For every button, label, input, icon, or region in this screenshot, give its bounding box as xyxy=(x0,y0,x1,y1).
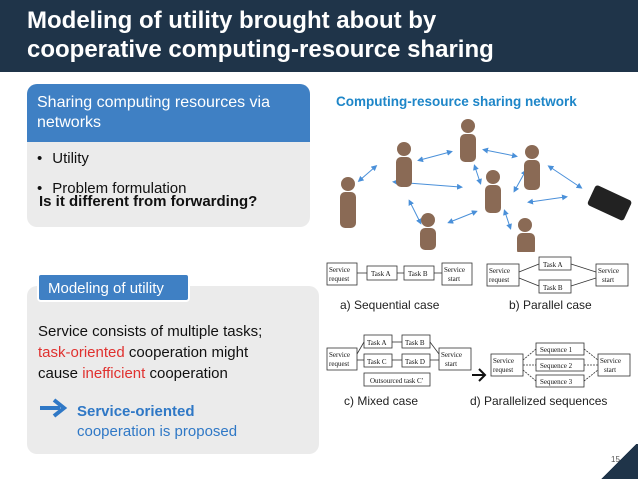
fig-a-start: Service xyxy=(444,266,465,274)
utility-text-line2: task-oriented cooperation might xyxy=(38,344,249,361)
title-line-2: cooperative computing-resource sharing xyxy=(27,36,494,63)
sharing-bullets: Utility Problem formulation xyxy=(37,150,187,210)
title-line-1: Modeling of utility brought about by xyxy=(27,7,437,34)
svg-text:start: start xyxy=(445,360,457,368)
fig-a-task-b: Task B xyxy=(408,270,428,278)
fig-b-caption: b) Parallel case xyxy=(509,298,592,312)
svg-text:start: start xyxy=(604,366,616,374)
title-bar xyxy=(0,0,638,72)
svg-text:Sequence 3: Sequence 3 xyxy=(540,378,573,386)
svg-text:start: start xyxy=(448,275,460,283)
bullet-problem-formulation: Problem formulation xyxy=(37,180,186,198)
fig-a-task-a: Task A xyxy=(371,270,391,278)
svg-text:Service: Service xyxy=(441,351,462,359)
people-group xyxy=(340,119,632,252)
utility-description: Service consists of multiple tasks; task… xyxy=(38,321,318,384)
svg-text:request: request xyxy=(493,366,513,374)
sharing-panel-header-text: Sharing computing resources via networks xyxy=(37,94,271,131)
conclusion-bold: Service-oriented xyxy=(77,403,195,420)
task-oriented-highlight: task-oriented xyxy=(38,344,125,361)
svg-text:Task C: Task C xyxy=(367,358,387,366)
svg-text:start: start xyxy=(602,276,614,284)
right-arrow-icon xyxy=(472,368,487,382)
utility-panel-header-text: Modeling of utility xyxy=(48,280,164,297)
utility-panel-header: Modeling of utility xyxy=(37,273,190,302)
page-number: 15 xyxy=(611,455,620,464)
utility-text-line1: Service consists of multiple tasks; xyxy=(38,323,263,340)
svg-text:Task D: Task D xyxy=(405,358,425,366)
svg-text:Task B: Task B xyxy=(543,284,563,292)
svg-text:Outsourced task C': Outsourced task C' xyxy=(370,377,423,385)
svg-text:Sequence 2: Sequence 2 xyxy=(540,362,573,370)
network-title: Computing-resource sharing network xyxy=(336,94,577,109)
inefficient-highlight: inefficient xyxy=(82,365,146,382)
bullet-utility: Utility xyxy=(37,150,187,168)
svg-text:Service: Service xyxy=(493,357,514,365)
svg-text:Service: Service xyxy=(329,351,350,359)
svg-text:Task B: Task B xyxy=(405,339,425,347)
slide-title: Modeling of utility brought about by coo… xyxy=(27,6,627,64)
utility-panel xyxy=(27,286,319,454)
right-arrow-icon xyxy=(40,398,68,418)
conclusion-rest: cooperation is proposed xyxy=(77,423,238,440)
svg-text:request: request xyxy=(329,275,349,283)
fig-d-caption: d) Parallelized sequences xyxy=(470,394,608,408)
svg-text:request: request xyxy=(329,360,349,368)
fig-a-caption: a) Sequential case xyxy=(340,298,440,312)
fig-a-request: Service xyxy=(329,266,350,274)
sharing-panel-header: Sharing computing resources via networks xyxy=(27,84,310,142)
svg-text:Service: Service xyxy=(598,267,619,275)
conclusion: Service-oriented cooperation is proposed xyxy=(77,402,237,442)
svg-text:Service: Service xyxy=(600,357,621,365)
svg-text:Service: Service xyxy=(489,267,510,275)
fig-c-caption: c) Mixed case xyxy=(344,394,419,408)
network-illustration xyxy=(340,119,632,252)
corner-decoration xyxy=(600,444,638,479)
forwarding-question: Is it different from forwarding? xyxy=(39,193,258,210)
utility-text-line3: cause inefficient cooperation xyxy=(38,365,228,382)
svg-text:Sequence 1: Sequence 1 xyxy=(540,346,573,354)
svg-text:Task A: Task A xyxy=(543,261,563,269)
svg-text:Task A: Task A xyxy=(367,339,387,347)
svg-text:request: request xyxy=(489,276,509,284)
